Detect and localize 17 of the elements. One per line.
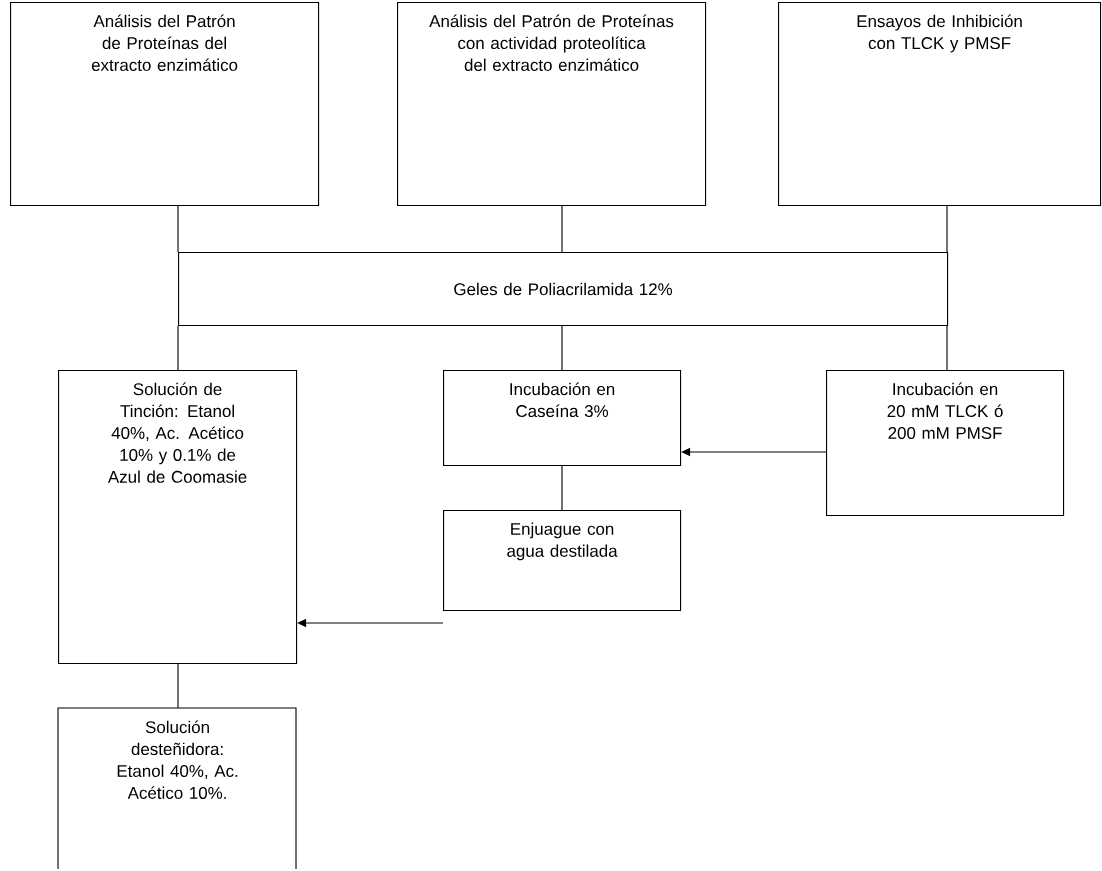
- process-box: Análisis del Patrón de Proteínas con actividad proteolítica del extracto enzimático: [397, 2, 707, 207]
- connector-line: [561, 465, 563, 511]
- process-box: Ensayos de Inhibición con TLCK y PMSF: [778, 2, 1102, 207]
- connector-line: [177, 205, 179, 253]
- band: Geles de Poliacrilamida 12%: [178, 252, 949, 327]
- connector-line: [946, 205, 948, 253]
- process-box: Incubación en 20 mM TLCK ó 200 mM PMSF: [826, 370, 1065, 517]
- connector-line: [561, 325, 563, 371]
- connector-line: [561, 205, 563, 253]
- process-box: Enjuague con agua destilada: [443, 510, 682, 612]
- process-box: Solución de Tinción: Etanol 40%, Ac. Acético 10% y 0.1% de Azul de Coomasie: [58, 370, 298, 665]
- process-box: Solución desteñidora: Etanol 40%, Ac. Acético 10%.: [57, 707, 297, 870]
- connector-line: [177, 325, 179, 371]
- connector-line: [946, 325, 948, 371]
- connector-line: [177, 663, 179, 709]
- process-box: Análisis del Patrón de Proteínas del extracto enzimático: [10, 2, 320, 207]
- process-box: Incubación en Caseína 3%: [443, 370, 682, 467]
